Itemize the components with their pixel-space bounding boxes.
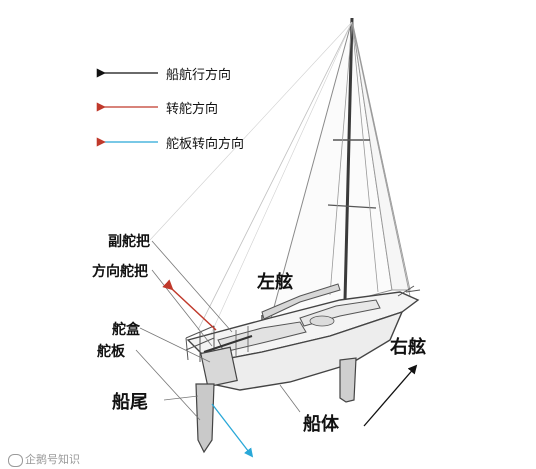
- label-starboard: 右舷: [390, 337, 426, 358]
- rudder-direction-arrow: [211, 403, 254, 458]
- label-rudder-box: 舵盒: [112, 322, 140, 338]
- leader-lines: [135, 240, 301, 421]
- label-hull: 船体: [303, 414, 339, 435]
- sailboat-drawing: [149, 17, 421, 454]
- sailing-direction-arrow: [363, 364, 418, 427]
- watermark-text: 企鹅号知识: [25, 453, 80, 466]
- legend-label-sailing: 船航行方向: [166, 68, 232, 83]
- tiller-shape: [203, 335, 253, 353]
- mast: [343, 17, 354, 301]
- rudder-blade-shape: [195, 383, 215, 454]
- legend-label-rudder: 舵板转向方向: [166, 137, 245, 152]
- watermark-icon: [8, 453, 23, 467]
- label-vice-tiller: 副舵把: [108, 234, 150, 250]
- label-stern: 船尾: [112, 392, 148, 413]
- legend-label-steer: 转舵方向: [166, 102, 219, 117]
- keel-shape: [339, 357, 357, 403]
- steer-direction-arrow: [162, 279, 217, 331]
- hull-side: [209, 310, 404, 391]
- jib: [351, 19, 411, 291]
- label-steering-tiller: 方向舵把: [92, 264, 148, 280]
- label-rudder-blade: 舵板: [97, 344, 125, 360]
- watermark: 企鹅号知识: [8, 451, 80, 467]
- label-port: 左舷: [257, 272, 293, 293]
